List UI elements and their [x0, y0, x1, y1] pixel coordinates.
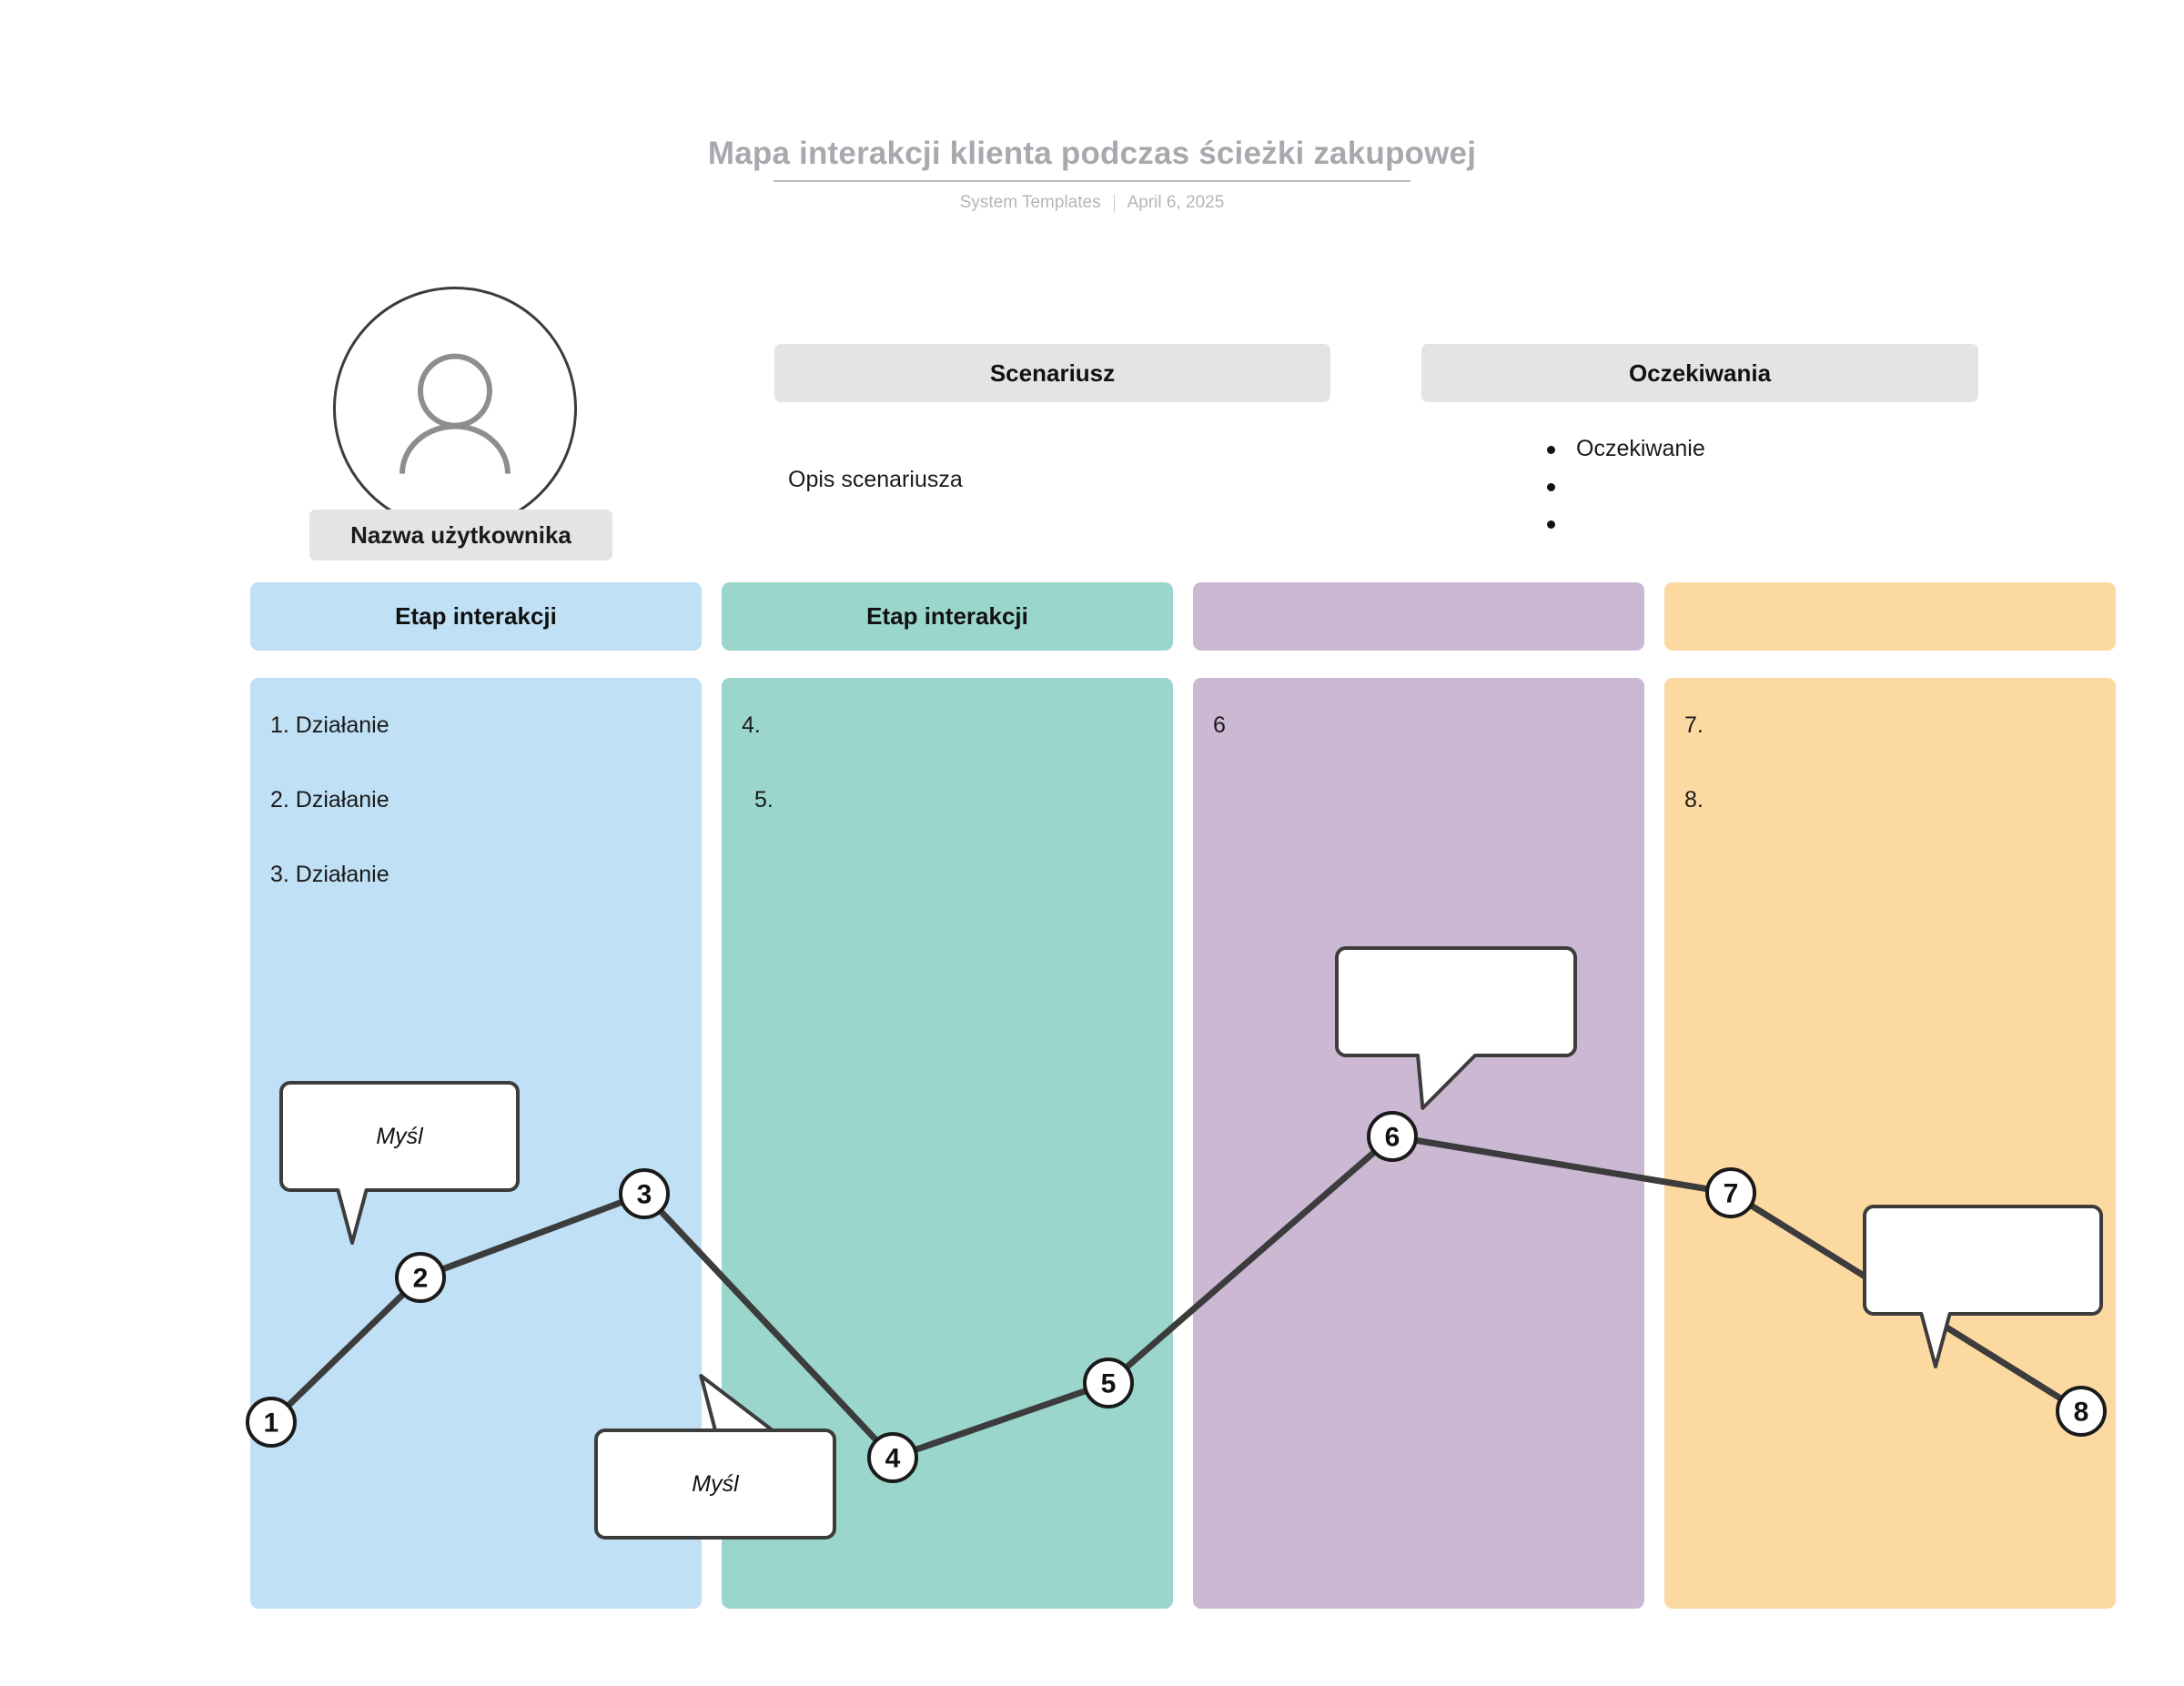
stage-header-1: Etap interakcji: [250, 582, 702, 651]
stage-action-item: 1. Działanie: [270, 712, 389, 738]
journey-node-layer: 1 2 3 4 5 6 7 8: [246, 1111, 2107, 1483]
node-label: 7: [1724, 1179, 1739, 1209]
node-circle: [1705, 1167, 1756, 1218]
node-circle: [246, 1397, 297, 1448]
expectations-heading: Oczekiwania: [1421, 344, 1978, 402]
node-label: 8: [2074, 1398, 2089, 1428]
journey-node-2[interactable]: 2: [395, 1252, 446, 1303]
list-item: [1538, 470, 1975, 508]
thought-bubble[interactable]: [1863, 1205, 2103, 1368]
node-circle: [867, 1432, 918, 1483]
scenario-heading: Scenariusz: [774, 344, 1330, 402]
stage-header-2: Etap interakcji: [722, 582, 1173, 651]
stage-header-4: [1664, 582, 2116, 651]
document-subtitle: System Templates April 6, 2025: [0, 193, 2184, 213]
date-label: April 6, 2025: [1127, 193, 1225, 212]
document-header: Mapa interakcji klienta podczas ścieżki …: [0, 135, 2184, 213]
bubble-label: Myśl: [376, 1124, 424, 1149]
bubble-shape: [1335, 946, 1577, 1110]
bubble-shape: [279, 1081, 520, 1245]
stage-column-4: 7. 8.: [1664, 678, 2116, 1609]
stage-action-item: 3. Działanie: [270, 862, 389, 887]
scenario-description: Opis scenariusza: [788, 467, 963, 492]
node-label: 2: [413, 1264, 429, 1294]
node-circle: [619, 1168, 670, 1219]
node-label: 3: [637, 1180, 652, 1210]
stage-action-item: 2. Działanie: [270, 787, 389, 813]
stage-action-item: 4.: [742, 712, 761, 738]
journey-node-4[interactable]: 4: [867, 1432, 918, 1483]
node-circle: [1083, 1358, 1134, 1408]
bubble-shape: [594, 1374, 836, 1540]
persona-name-label: Nazwa użytkownika: [309, 510, 612, 560]
page-title: Mapa interakcji klienta podczas ścieżki …: [707, 136, 1477, 171]
node-circle: [2056, 1386, 2107, 1437]
bubble-label: Myśl: [692, 1471, 740, 1497]
expectations-list: Oczekiwanie: [1538, 433, 1975, 545]
thought-bubble[interactable]: Myśl: [279, 1081, 520, 1245]
persona-block: Nazwa użytkownika: [309, 287, 612, 560]
journey-node-6[interactable]: 6: [1367, 1111, 1418, 1162]
thought-bubble[interactable]: Myśl: [594, 1374, 836, 1540]
title-underline-divider: [774, 180, 1410, 182]
bubble-shape: [1863, 1205, 2103, 1368]
journey-node-7[interactable]: 7: [1705, 1167, 1756, 1218]
stage-action-item: 6: [1213, 712, 1226, 738]
stage-header-3: [1193, 582, 1644, 651]
stage-action-item: 5.: [754, 787, 774, 813]
subtitle-divider: [1113, 194, 1115, 212]
list-item: [1538, 508, 1975, 545]
journey-node-3[interactable]: 3: [619, 1168, 670, 1219]
journey-node-1[interactable]: 1: [246, 1397, 297, 1448]
avatar: [333, 287, 577, 530]
node-circle: [395, 1252, 446, 1303]
stage-column-3: 6: [1193, 678, 1644, 1609]
author-label: System Templates: [959, 193, 1101, 212]
node-label: 6: [1385, 1123, 1400, 1153]
stage-action-item: 8.: [1684, 787, 1704, 813]
journey-node-8[interactable]: 8: [2056, 1386, 2107, 1437]
list-item: Oczekiwanie: [1538, 433, 1975, 470]
thought-bubble[interactable]: [1335, 946, 1577, 1110]
node-circle: [1367, 1111, 1418, 1162]
node-label: 1: [264, 1408, 279, 1439]
node-label: 4: [885, 1444, 901, 1474]
stage-action-item: 7.: [1684, 712, 1704, 738]
journey-node-5[interactable]: 5: [1083, 1358, 1134, 1408]
node-label: 5: [1101, 1369, 1117, 1399]
